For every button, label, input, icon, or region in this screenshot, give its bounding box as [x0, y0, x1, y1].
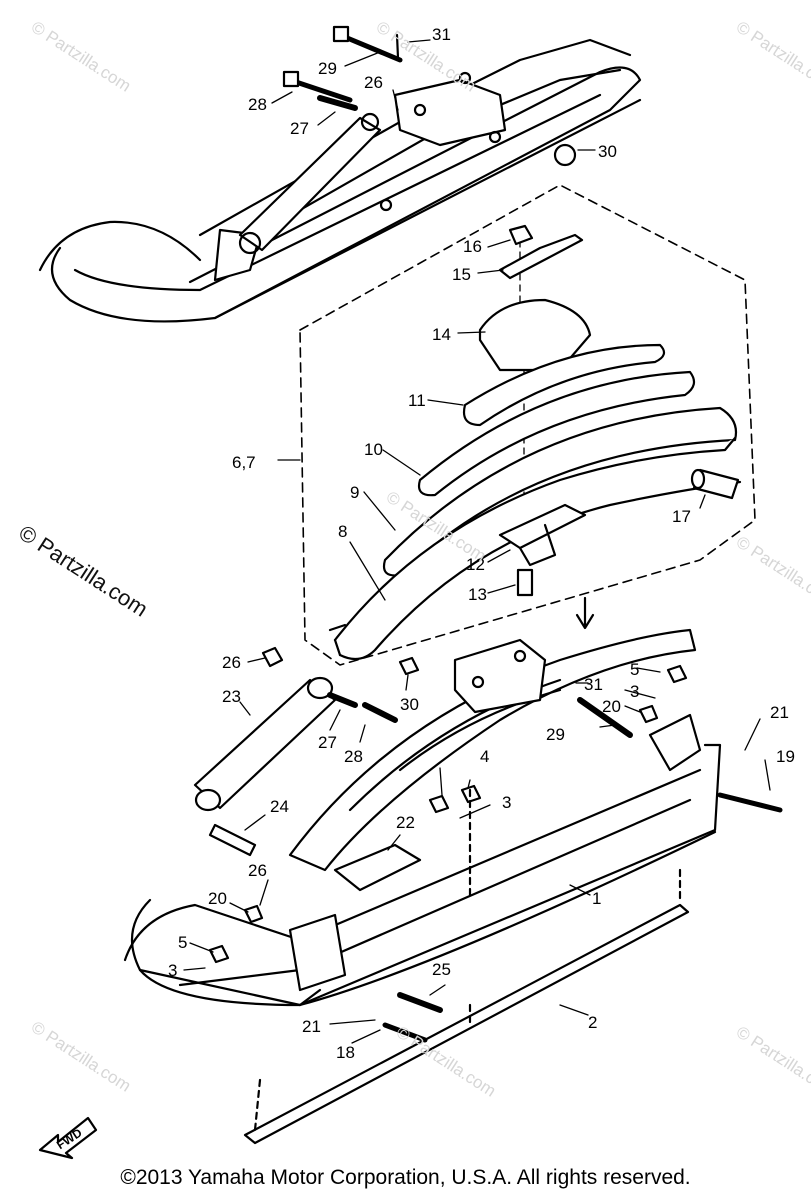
callout-3-rear: 3: [630, 682, 639, 701]
callout-11: 11: [408, 391, 426, 410]
upper-ski-assembly: [38, 25, 642, 323]
callout-28-lower: 28: [344, 747, 363, 766]
svg-text:© Partzilla.com: © Partzilla.com: [733, 1022, 811, 1100]
callout-30-lower: 30: [400, 695, 419, 714]
callout-29-upper: 29: [318, 59, 337, 78]
callout-30-upper: 30: [598, 142, 617, 161]
svg-text:© Partzilla.com: © Partzilla.com: [733, 532, 811, 610]
callout-22: 22: [396, 813, 415, 832]
callout-23: 23: [222, 687, 241, 706]
callout-26-front: 26: [248, 861, 267, 880]
callout-4: 4: [480, 747, 489, 766]
callout-13: 13: [468, 585, 487, 604]
callout-17: 17: [672, 507, 691, 526]
callout-2: 2: [588, 1013, 597, 1032]
callout-3-mid: 3: [502, 793, 511, 812]
callout-26-upper: 26: [364, 73, 383, 92]
callout-19: 19: [776, 747, 795, 766]
callout-21-rear: 21: [770, 703, 789, 722]
fwd-arrow: [38, 1116, 98, 1160]
callout-15: 15: [452, 265, 471, 284]
callout-21-front: 21: [302, 1017, 321, 1036]
lower-ski-assembly: [123, 628, 783, 1145]
copyright-footer: ©2013 Yamaha Motor Corporation, U.S.A. A…: [120, 1166, 691, 1189]
callout-5-rear: 5: [630, 660, 639, 679]
callout-29-lower: 29: [546, 725, 565, 744]
callout-14: 14: [432, 325, 451, 344]
callout-27-upper: 27: [290, 119, 309, 138]
callout-8: 8: [338, 522, 347, 541]
callout-1: 1: [592, 889, 601, 908]
callout-6-7: 6,7: [232, 453, 256, 472]
svg-text:© Partzilla.com: © Partzilla.com: [28, 17, 134, 95]
callout-12: 12: [466, 555, 485, 574]
callout-10: 10: [364, 440, 383, 459]
leader-lines: [183, 39, 771, 1044]
callout-16: 16: [463, 237, 482, 256]
callout-20-front: 20: [208, 889, 227, 908]
callout-18: 18: [336, 1043, 355, 1062]
callout-3-front: 3: [168, 961, 177, 980]
callout-25: 25: [432, 960, 451, 979]
callout-28-upper: 28: [248, 95, 267, 114]
callout-24: 24: [270, 797, 289, 816]
callout-31-upper: 31: [432, 25, 451, 44]
svg-text:© Partzilla.com: © Partzilla.com: [28, 1017, 134, 1095]
callout-20-rear: 20: [602, 697, 621, 716]
callout-labels: 31 29 26 28 27 30 16 15 14 11 10 6,7 9 1…: [168, 25, 795, 1062]
exploded-view-outline: [299, 184, 756, 666]
callout-26-lower: 26: [222, 653, 241, 672]
callout-31-lower: 31: [584, 675, 603, 694]
leaf-spring-stack: [328, 224, 742, 661]
callout-9: 9: [350, 483, 359, 502]
callout-5-front: 5: [178, 933, 187, 952]
svg-text:© Partzilla.com: © Partzilla.com: [733, 17, 811, 95]
callout-27-lower: 27: [318, 733, 337, 752]
